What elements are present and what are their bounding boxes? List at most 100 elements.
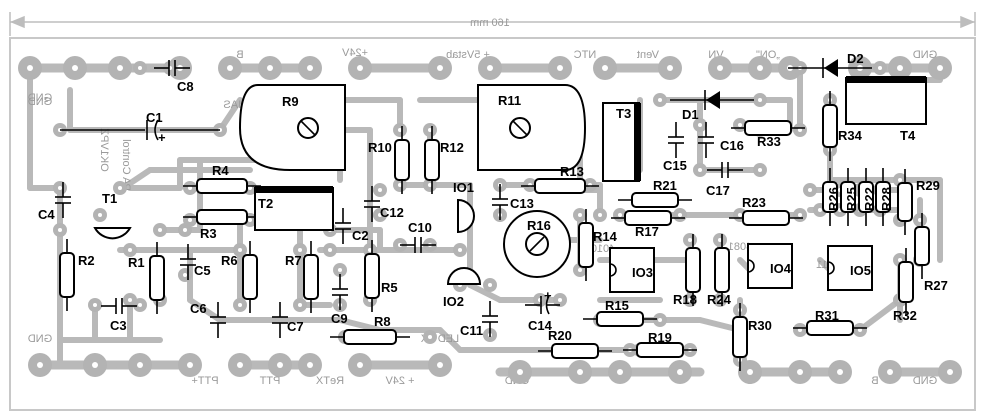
r14-body <box>578 222 594 268</box>
drill-hole <box>578 213 582 217</box>
label-c8: C8 <box>177 79 194 94</box>
drill-hole <box>138 303 142 307</box>
mirror-label-retx: ReTX <box>315 375 344 387</box>
drill-hole <box>93 303 97 307</box>
r2-body <box>59 252 75 298</box>
drill-hole <box>698 123 702 127</box>
label-r24: R24 <box>707 292 732 307</box>
r31-body <box>806 320 854 336</box>
drill-hole <box>37 362 43 368</box>
label-c10: C10 <box>408 220 432 235</box>
drill-hole <box>947 369 953 375</box>
label-io3: IO3 <box>632 265 653 280</box>
label-r27: R27 <box>924 278 948 293</box>
label-c7: C7 <box>287 319 304 334</box>
label-r8: R8 <box>374 314 391 329</box>
drill-hole <box>667 65 673 71</box>
drill-hole <box>858 328 862 332</box>
drill-hole <box>398 128 402 132</box>
io5-notch <box>827 261 835 275</box>
io4-notch <box>747 259 755 273</box>
r19-body <box>636 342 684 358</box>
io2-body <box>446 267 482 285</box>
r18-body <box>685 247 701 293</box>
c1-plate <box>154 119 159 141</box>
drill-hole <box>188 218 192 222</box>
pads <box>18 56 962 384</box>
drill-hole <box>98 213 102 217</box>
label-io1: IO1 <box>453 180 474 195</box>
label-r18: R18 <box>673 292 697 307</box>
r30-body <box>732 316 748 358</box>
r34-body <box>822 104 838 148</box>
t4-tab <box>846 76 926 83</box>
drill-hole <box>578 268 582 272</box>
r17-body <box>624 210 672 226</box>
drill-hole <box>128 248 132 252</box>
drill-hole <box>718 298 722 302</box>
drill-hole <box>757 65 763 71</box>
drill-hole <box>617 369 623 375</box>
label-r31: R31 <box>815 308 839 323</box>
components <box>55 58 930 371</box>
c14-plate <box>545 295 550 315</box>
r13-body <box>534 178 586 194</box>
label-r9: R9 <box>282 94 299 109</box>
drill-hole <box>677 369 683 375</box>
label-r6: R6 <box>221 253 238 268</box>
mirror-label-b-bot: B <box>871 375 878 387</box>
drill-hole <box>428 128 432 132</box>
label-r10: R10 <box>368 140 392 155</box>
r24-body <box>714 247 730 293</box>
mirror-label-v5stab: + 5Vstab <box>446 49 490 61</box>
drill-hole <box>118 186 122 190</box>
t2-body <box>254 187 334 231</box>
r6-body <box>242 254 258 300</box>
dimension-label: 160 mm <box>470 17 510 29</box>
drill-hole <box>738 213 742 217</box>
label-r21: R21 <box>653 178 677 193</box>
drill-hole <box>188 186 192 190</box>
drill-hole <box>183 228 187 232</box>
t2-tab <box>255 186 333 193</box>
drill-hole <box>798 128 802 132</box>
drill-hole <box>298 303 302 307</box>
r26-body <box>822 181 838 213</box>
drill-hole <box>658 98 662 102</box>
drill-hole <box>92 362 98 368</box>
d1-arrow <box>706 91 720 109</box>
t4-body <box>845 77 927 125</box>
r22-body <box>858 181 874 213</box>
dimension-line <box>9 12 976 36</box>
r28-body <box>875 181 891 213</box>
drill-hole <box>688 238 692 242</box>
label-r15: R15 <box>605 298 629 313</box>
drill-hole <box>557 65 563 71</box>
label-r16: R16 <box>527 218 551 233</box>
drill-hole <box>688 298 692 302</box>
label-r34: R34 <box>838 128 863 143</box>
drill-hole <box>717 65 723 71</box>
label-c9: C9 <box>331 311 348 326</box>
r3-body <box>196 209 248 225</box>
drill-hole <box>27 65 33 71</box>
io1-body <box>457 198 475 234</box>
label-r26: R26 <box>826 187 841 211</box>
r12-body <box>424 139 440 181</box>
drill-hole <box>797 369 803 375</box>
drill-hole <box>937 65 943 71</box>
drill-hole <box>798 213 802 217</box>
board-outline <box>9 37 976 411</box>
label-c16: C16 <box>720 138 744 153</box>
label-c15: C15 <box>663 158 687 173</box>
drill-hole <box>818 208 822 212</box>
drill-hole <box>298 248 302 252</box>
drill-hole <box>338 268 342 272</box>
r11-slot <box>512 120 528 136</box>
mirror-label-v24-top: +24V <box>341 47 368 59</box>
label-t4: T4 <box>900 128 916 143</box>
label-c1: C1 <box>146 110 163 125</box>
mirror-label-v24-bot: + 24V <box>385 375 415 387</box>
label-c6: C6 <box>190 301 207 316</box>
